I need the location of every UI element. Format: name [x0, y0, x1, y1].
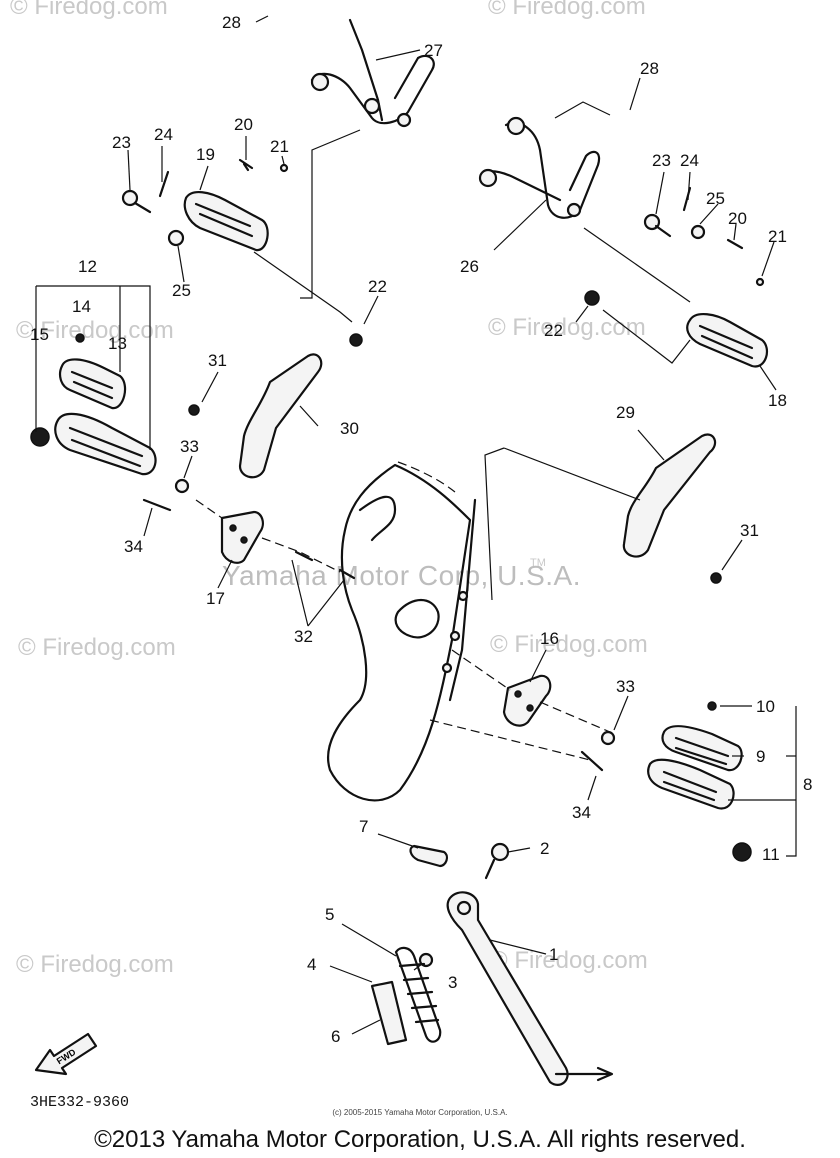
callout-label: 21	[768, 227, 787, 246]
callout-label: 3	[448, 973, 457, 992]
callout-label: 6	[331, 1027, 340, 1046]
part-group-footpegs	[30, 158, 769, 862]
callout-label: 5	[325, 905, 334, 924]
callout-label: 16	[540, 629, 559, 648]
callout-label: 28	[640, 59, 659, 78]
small-copyright: (c) 2005-2015 Yamaha Motor Corporation, …	[332, 1108, 508, 1117]
callout-label: 23	[652, 151, 671, 170]
callout-label: 21	[270, 137, 289, 156]
callout-label: 17	[206, 589, 225, 608]
callout-label: 34	[572, 803, 591, 822]
part-group-mount-brackets	[142, 478, 616, 772]
callout-label: 27	[424, 41, 443, 60]
callout-label: 31	[740, 521, 759, 540]
callout-label: 13	[108, 334, 127, 353]
diagram-code: 3HE332-9360	[30, 1094, 130, 1111]
callout-label: 15	[30, 325, 49, 344]
callout-label: 14	[72, 297, 91, 316]
callout-label: 19	[196, 145, 215, 164]
callout-label: 20	[234, 115, 253, 134]
callout-label: 24	[680, 151, 699, 170]
callout-label: 24	[154, 125, 173, 144]
callout-label: 34	[124, 537, 143, 556]
part-group-heel-plates	[188, 353, 722, 601]
frame-outline	[327, 461, 477, 802]
watermark-yamaha: Yamaha Motor Corp, U.S.A.	[222, 560, 581, 591]
watermark-trademark: TM	[530, 557, 546, 569]
watermark-firedog: © Firedog.com	[16, 317, 174, 344]
callout-label: 30	[340, 419, 359, 438]
callout-label: 8	[803, 775, 812, 794]
group-brackets	[35, 285, 797, 857]
watermark-firedog: © Firedog.com	[488, 0, 646, 20]
callout-labels: 1 2 3 4 5 6 7 8 9 10 11 12 13 14 15 16 1…	[30, 13, 812, 1046]
callout-label: 31	[208, 351, 227, 370]
callout-label: 23	[112, 133, 131, 152]
callout-label: 10	[756, 697, 775, 716]
callout-label: 1	[549, 945, 558, 964]
callout-label: 22	[368, 277, 387, 296]
callout-label: 33	[180, 437, 199, 456]
callout-label: 9	[756, 747, 765, 766]
watermark-firedog: © Firedog.com	[490, 631, 648, 658]
callout-label: 32	[294, 627, 313, 646]
callout-label: 22	[544, 321, 563, 340]
watermark-firedog: © Firedog.com	[16, 951, 174, 978]
callout-label: 33	[616, 677, 635, 696]
callout-label: 29	[616, 403, 635, 422]
watermark-firedog: © Firedog.com	[488, 314, 646, 341]
callout-label: 25	[172, 281, 191, 300]
callout-label: 28	[222, 13, 241, 32]
watermark-firedog: © Firedog.com	[490, 947, 648, 974]
callout-label: 25	[706, 189, 725, 208]
callout-label: 7	[359, 817, 368, 836]
part-group-rear-brackets	[300, 18, 691, 364]
watermark-firedog: © Firedog.com	[10, 0, 168, 20]
callout-label: 26	[460, 257, 479, 276]
callout-label: 11	[762, 845, 780, 864]
callout-label: 12	[78, 257, 97, 276]
watermark-layer: © Firedog.com © Firedog.com © Firedog.co…	[10, 0, 648, 978]
leader-lines	[127, 15, 777, 1035]
fwd-arrow-icon: FWD	[34, 1032, 98, 1076]
callout-label: 20	[728, 209, 747, 228]
callout-label: 18	[768, 391, 787, 410]
callout-label: 2	[540, 839, 549, 858]
footer-copyright: ©2013 Yamaha Motor Corporation, U.S.A. A…	[94, 1126, 746, 1153]
watermark-firedog: © Firedog.com	[18, 634, 176, 661]
callout-label: 4	[307, 955, 316, 974]
